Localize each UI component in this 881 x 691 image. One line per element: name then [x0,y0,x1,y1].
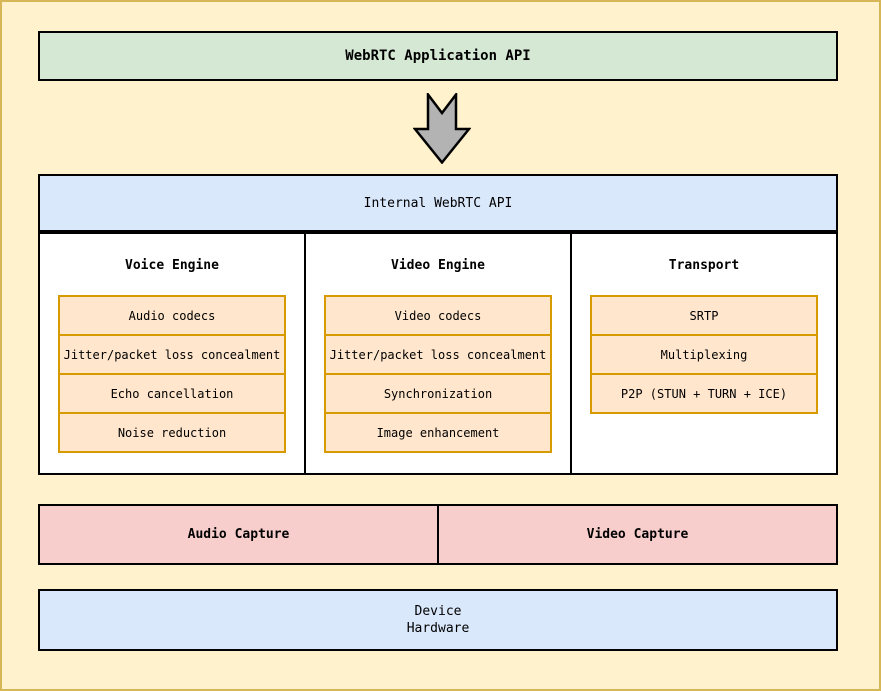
internal-webrtc-api-label: Internal WebRTC API [363,195,513,211]
engine-item: Jitter/packet loss concealment [324,334,552,375]
internal-webrtc-api-box: Internal WebRTC API [38,174,838,232]
engine-item: P2P (STUN + TURN + ICE) [590,373,818,414]
voice-engine-items: Audio codecs Jitter/packet loss concealm… [40,295,304,453]
engine-item: Image enhancement [324,412,552,453]
transport-column: Transport SRTP Multiplexing P2P (STUN + … [570,232,838,475]
capture-row: Audio Capture Video Capture [38,504,838,565]
webrtc-application-api-box: WebRTC Application API [38,31,838,81]
transport-title: Transport [668,258,740,273]
video-engine-column: Video Engine Video codecs Jitter/packet … [304,232,572,475]
engine-item: Jitter/packet loss concealment [58,334,286,375]
device-hardware-box: Device Hardware [38,589,838,651]
engines-row: Voice Engine Audio codecs Jitter/packet … [38,232,838,475]
video-capture-label: Video Capture [586,527,689,542]
voice-engine-title: Voice Engine [125,258,219,273]
video-capture-box: Video Capture [437,504,838,565]
audio-capture-box: Audio Capture [38,504,439,565]
video-engine-items: Video codecs Jitter/packet loss concealm… [306,295,570,453]
webrtc-application-api-label: WebRTC Application API [345,48,531,64]
down-arrow-icon [412,90,472,165]
voice-engine-column: Voice Engine Audio codecs Jitter/packet … [38,232,306,475]
engine-item: Audio codecs [58,295,286,336]
engine-item: Echo cancellation [58,373,286,414]
engine-item: Multiplexing [590,334,818,375]
device-hardware-line1: Device [414,604,462,619]
device-hardware-line2: Hardware [406,621,470,636]
engine-item: Noise reduction [58,412,286,453]
engine-item: Video codecs [324,295,552,336]
audio-capture-label: Audio Capture [187,527,290,542]
engine-item: Synchronization [324,373,552,414]
transport-items: SRTP Multiplexing P2P (STUN + TURN + ICE… [572,295,836,414]
engine-item: SRTP [590,295,818,336]
video-engine-title: Video Engine [391,258,485,273]
